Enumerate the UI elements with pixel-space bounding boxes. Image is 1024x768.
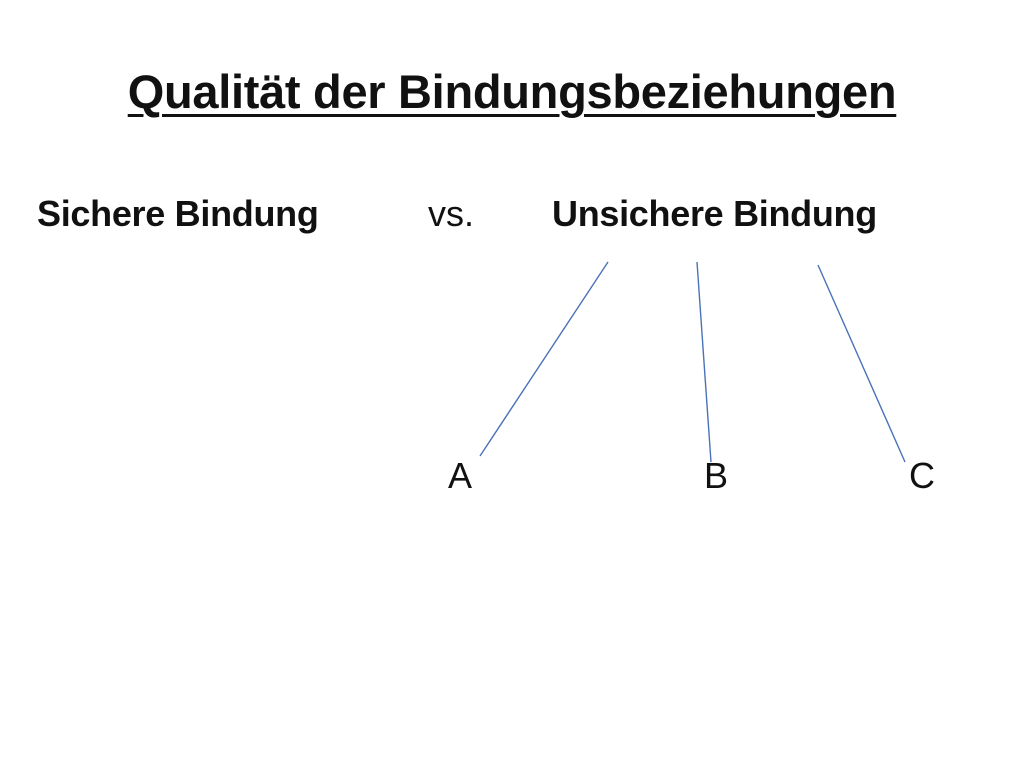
- secure-attachment-label: Sichere Bindung: [37, 193, 319, 234]
- connector-line-c: [817, 264, 906, 463]
- slide-title: Qualität der Bindungsbeziehungen: [127, 65, 897, 118]
- versus-label: vs.: [428, 193, 475, 234]
- subtype-b-label: B: [704, 455, 729, 496]
- subtype-a-label: A: [448, 455, 473, 496]
- subtype-c-label: C: [909, 455, 935, 496]
- connector-line-a: [479, 261, 609, 457]
- connector-line-b: [696, 261, 712, 463]
- insecure-attachment-label: Unsichere Bindung: [552, 193, 877, 234]
